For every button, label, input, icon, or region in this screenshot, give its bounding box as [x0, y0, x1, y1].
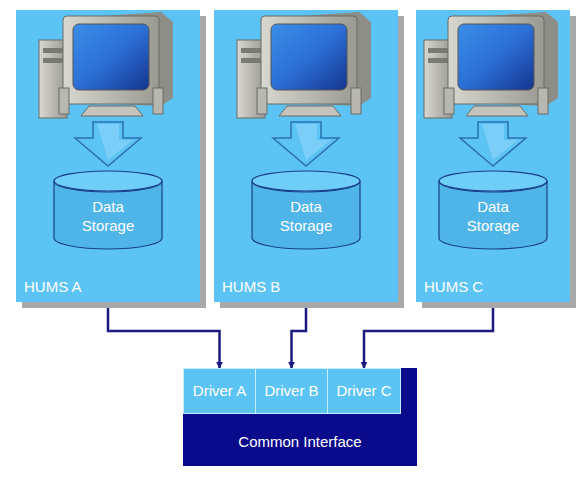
- computer-illustration: [33, 10, 183, 168]
- driver-label: Driver A: [193, 382, 246, 400]
- system-panel: HUMS B Data Storage: [214, 10, 398, 302]
- system-label: HUMS C: [424, 278, 483, 295]
- computer-illustration: [231, 10, 381, 168]
- storage-label: Data Storage: [263, 198, 349, 236]
- computer-illustration: [418, 10, 568, 168]
- storage-cylinder: Data Storage: [438, 170, 548, 250]
- storage-label: Data Storage: [450, 198, 536, 236]
- storage-cylinder: Data Storage: [251, 170, 361, 250]
- driver-box: Driver B: [255, 368, 328, 414]
- driver-box: Driver A: [183, 368, 256, 414]
- connector: [292, 302, 307, 368]
- interface-block: Common Interface Driver A Driver B Driver C: [183, 368, 417, 466]
- storage-label: Data Storage: [65, 198, 151, 236]
- driver-box: Driver C: [327, 368, 401, 414]
- system-label: HUMS B: [222, 278, 280, 295]
- driver-label: Driver C: [337, 382, 392, 400]
- storage-cylinder: Data Storage: [53, 170, 163, 250]
- connector: [364, 302, 493, 368]
- system-label: HUMS A: [24, 278, 82, 295]
- system-panel: HUMS A Data Storage: [16, 10, 200, 302]
- driver-label: Driver B: [264, 382, 318, 400]
- connector: [108, 302, 220, 368]
- interface-label: Common Interface: [183, 433, 417, 450]
- system-panel: HUMS C Data Storage: [416, 10, 570, 302]
